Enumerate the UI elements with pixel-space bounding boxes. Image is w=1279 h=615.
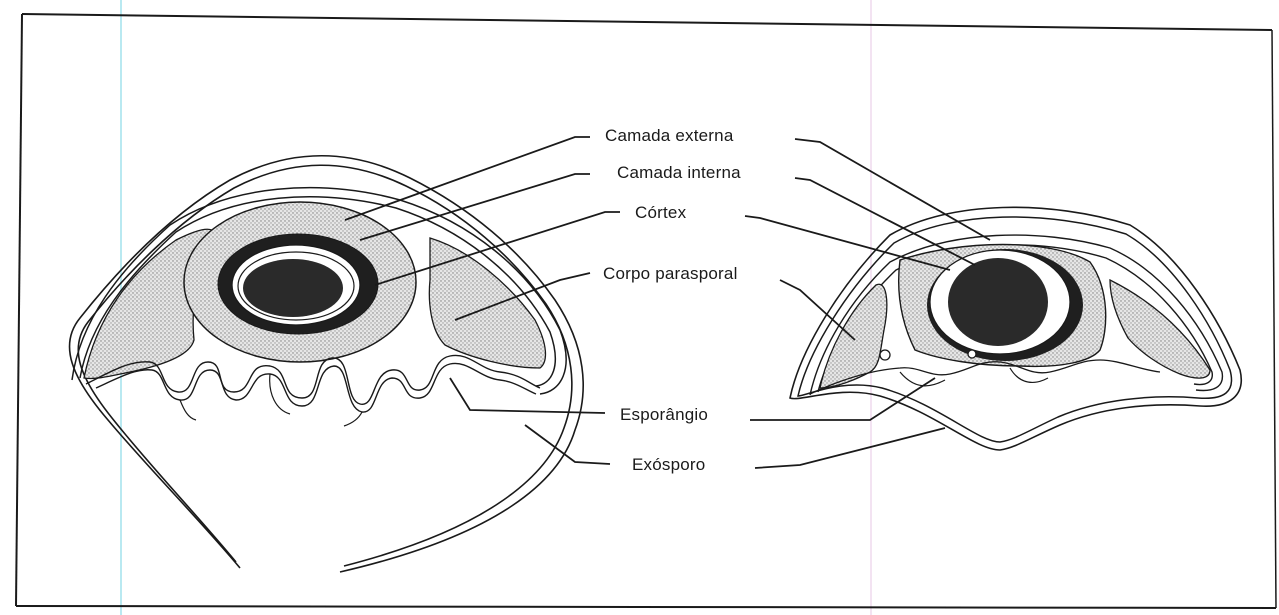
label-corpo-parasporal: Corpo parasporal [603,264,738,284]
left-sporangium-membrane [86,355,540,404]
right-parasporal-body [820,284,887,388]
right-spore [790,207,1241,450]
label-esporangio: Esporângio [620,405,708,425]
right-core [948,258,1048,346]
label-camada-interna: Camada interna [617,163,741,183]
left-core [243,259,343,317]
label-camada-externa: Camada externa [605,126,733,146]
left-spore [69,156,583,572]
label-cortex: Córtex [635,203,686,223]
label-exosporo: Exósporo [632,455,705,475]
